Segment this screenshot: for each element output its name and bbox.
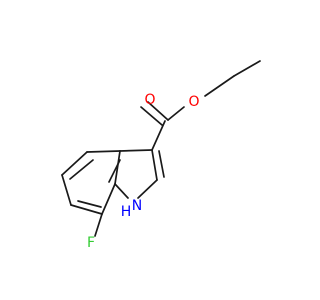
bond-c3-c2 bbox=[151, 149, 158, 181]
bond-group bbox=[61, 60, 261, 237]
bond-c3a-c3 bbox=[119, 149, 153, 152]
molecule-structure: O O F N H bbox=[61, 60, 261, 251]
atom-fluorine: F bbox=[87, 235, 95, 251]
atom-hydrogen-on-nitrogen: H bbox=[121, 204, 132, 220]
molecule-canvas: O O F N H bbox=[61, 60, 261, 251]
atom-nitrogen: N bbox=[132, 198, 142, 214]
bond-ethyl-ch3-ch2 bbox=[233, 60, 261, 77]
bond-aromatic-inner-1 bbox=[69, 159, 94, 180]
bond-o-carbonylc bbox=[167, 106, 185, 121]
bond-c6-c7 bbox=[70, 204, 103, 215]
bond-c7-f bbox=[94, 213, 103, 237]
atom-oxygen-carbonyl: O bbox=[144, 92, 155, 108]
bond-ethyl-ch2-o bbox=[204, 75, 235, 97]
bond-c5-c6 bbox=[61, 174, 72, 206]
bond-c7a-c3a bbox=[114, 150, 121, 185]
bond-carbonyl-double-2 bbox=[140, 106, 163, 126]
bond-aromatic-inner-3 bbox=[108, 159, 121, 183]
bond-n1-c7a bbox=[114, 183, 129, 199]
bond-c3-c2-inner bbox=[158, 150, 165, 178]
bond-c3a-c4 bbox=[86, 150, 121, 153]
bond-carbonylc-c3 bbox=[151, 120, 166, 151]
bond-c4-c5 bbox=[61, 151, 88, 176]
bond-c7-c7a bbox=[101, 183, 116, 215]
bond-aromatic-inner-2 bbox=[77, 200, 102, 208]
atom-oxygen-ester: O bbox=[188, 94, 199, 110]
bond-carbonyl-double-1 bbox=[147, 101, 169, 121]
bond-c2-n1 bbox=[137, 179, 158, 199]
